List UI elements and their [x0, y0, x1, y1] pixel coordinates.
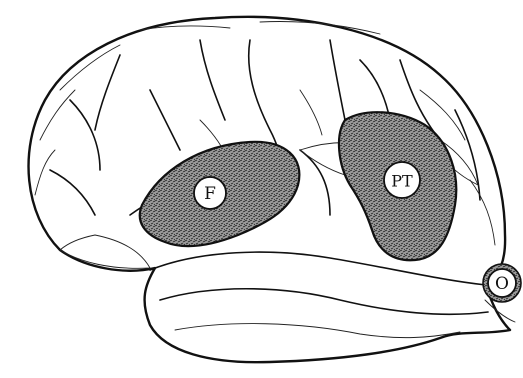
region-o-marker: O: [483, 264, 521, 302]
region-o-label: O: [495, 274, 509, 294]
region-f-label: F: [204, 184, 216, 204]
region-pt-marker: PT: [384, 162, 420, 198]
region-f-marker: F: [194, 177, 226, 209]
region-pt-label: PT: [391, 172, 413, 191]
